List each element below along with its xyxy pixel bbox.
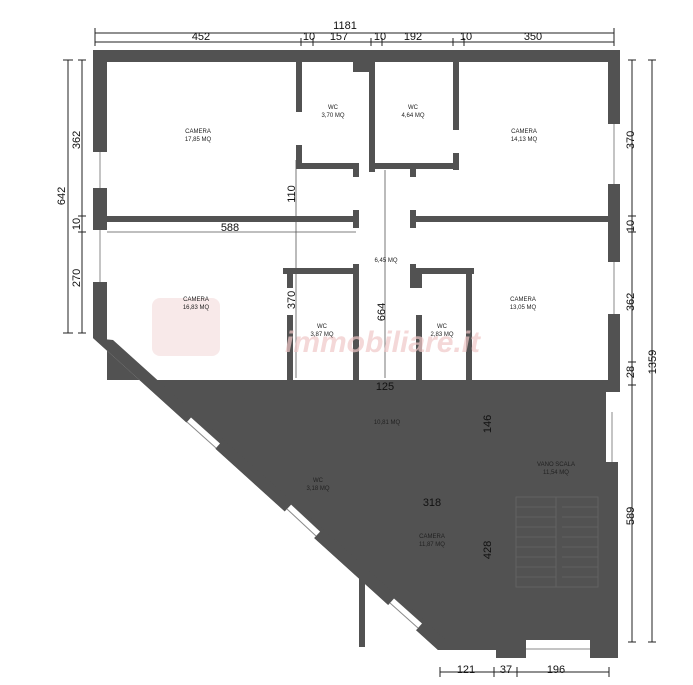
room-wc-3-area: 3,87 MQ (310, 332, 333, 338)
room-camera-nw-area: 17,85 MQ (185, 137, 212, 143)
room-camera-s-name: CAMERA (419, 534, 445, 540)
room-labels: CAMERA 17,85 MQ WC 3,70 MQ WC 4,64 MQ CA… (183, 105, 575, 548)
stairs (515, 496, 599, 588)
dim-left-3: 270 (71, 269, 83, 287)
dim-top-1: 452 (192, 31, 210, 43)
dim-right-total: 1359 (647, 350, 659, 374)
dim-internal-6: 146 (482, 415, 494, 433)
windows (93, 124, 620, 658)
dim-top-2: 10 (303, 31, 315, 43)
room-camera-e-area: 13,05 MQ (510, 305, 537, 311)
room-wc-4-name: WC (437, 324, 448, 330)
room-wc-1-area: 3,70 MQ (321, 113, 344, 119)
dim-internal-1: 110 (286, 185, 298, 203)
room-wc-5-name: WC (313, 478, 324, 484)
dim-bottom-3: 196 (547, 664, 565, 676)
room-camera-w-area: 16,83 MQ (183, 305, 210, 311)
room-camera-e-name: CAMERA (510, 297, 536, 303)
room-corridor-lower-area: 10,81 MQ (374, 420, 401, 426)
dim-right-3: 362 (625, 293, 637, 311)
dim-top-total: 1181 (333, 20, 357, 32)
dim-top-6: 10 (460, 31, 472, 43)
dimension-labels: 1181 452 10 157 10 192 10 350 642 362 10… (56, 20, 659, 676)
room-wc-3-name: WC (317, 324, 328, 330)
room-stairwell-name: VANO SCALA (537, 462, 575, 468)
dim-right-5: 589 (625, 507, 637, 525)
dim-top-4: 10 (374, 31, 386, 43)
dim-internal-4: 664 (376, 303, 388, 321)
dim-internal-5: 125 (376, 381, 394, 393)
dim-right-4: 28 (625, 366, 637, 378)
watermark: immobiliare.it (152, 298, 482, 359)
dim-top-5: 192 (404, 31, 422, 43)
watermark-text: immobiliare.it (285, 326, 482, 359)
room-camera-ne-area: 14,13 MQ (511, 137, 538, 143)
dim-left-2: 10 (71, 218, 83, 230)
room-camera-s-area: 11,87 MQ (419, 542, 445, 548)
dim-right-1: 370 (625, 131, 637, 149)
dim-bottom-1: 121 (457, 664, 475, 676)
dim-left-1: 362 (71, 131, 83, 149)
room-wc-5-area: 3,18 MQ (306, 486, 329, 492)
room-wc-2-name: WC (408, 105, 419, 111)
room-corridor-upper-area: 6,45 MQ (374, 258, 397, 264)
dim-internal-8: 428 (482, 541, 494, 559)
room-camera-ne-name: CAMERA (511, 129, 537, 135)
dim-bottom-2: 37 (500, 664, 512, 676)
room-wc-4-area: 2,83 MQ (430, 332, 453, 338)
dim-internal-3: 370 (286, 291, 298, 309)
dim-left-total: 642 (56, 187, 68, 205)
dim-internal-2: 588 (221, 222, 239, 234)
room-wc-1-name: WC (328, 105, 339, 111)
dim-internal-7: 318 (423, 497, 441, 509)
room-wc-2-area: 4,64 MQ (401, 113, 424, 119)
room-camera-w-name: CAMERA (183, 297, 209, 303)
dim-top-3: 157 (330, 31, 348, 43)
room-camera-nw-name: CAMERA (185, 129, 211, 135)
watermark-logo-box (152, 298, 220, 356)
dim-top-7: 350 (524, 31, 542, 43)
dim-right-2: 10 (625, 220, 637, 232)
room-stairwell-area: 11,54 MQ (543, 470, 569, 476)
